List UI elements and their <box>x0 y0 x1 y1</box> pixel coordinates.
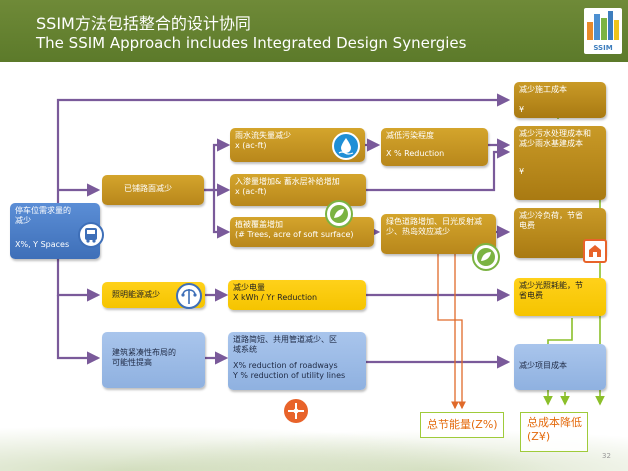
light-energy-line-2: 省电费 <box>519 291 543 300</box>
title-english: The SSIM Approach includes Integrated De… <box>36 34 467 52</box>
layout-line-2: 可能性提高 <box>112 358 152 367</box>
page-number: 32 <box>602 452 611 460</box>
leaf-icon <box>325 200 353 228</box>
light-energy-line-1: 减少光照耗能，节 <box>519 281 583 290</box>
layout-line-1: 建筑紧凑性布局的 <box>112 348 176 357</box>
total-cost-reduction: 总成本降低 (Z¥) <box>520 412 588 452</box>
vegetation-box: 植被覆盖增加 (# Trees, acre of soft surface) <box>230 217 374 247</box>
project-cost-box: 减少项目成本 <box>514 344 606 390</box>
project-cost-label: 减少项目成本 <box>519 361 567 370</box>
total-energy-label: 总节能量(Z%) <box>427 418 498 431</box>
vegetation-line-2: (# Trees, acre of soft surface) <box>235 230 354 239</box>
construction-line-1: 减少施工成本 <box>519 85 567 94</box>
wastewater-line-3: ¥ <box>519 167 525 176</box>
roadways-line-2: 域系统 <box>233 345 257 354</box>
roadways-line-3: X% reduction of roadways <box>233 361 338 370</box>
wastewater-cost-box: 减少污水处理成本和 减少雨水基建成本 ¥ <box>514 126 606 200</box>
header-bar: SSIM方法包括整合的设计协同 The SSIM Approach includ… <box>0 0 628 62</box>
green-roads-line-2: 少、热岛效应减少 <box>386 227 450 236</box>
light-energy-cost-box: 减少光照耗能，节 省电费 <box>514 278 606 316</box>
green-roads-line-1: 绿色道路增加、日光反射减 <box>386 217 482 226</box>
compact-layout-box: 建筑紧凑性布局的 可能性提高 <box>102 332 205 388</box>
total-energy-savings: 总节能量(Z%) <box>420 412 504 438</box>
total-cost-line-2: (Z¥) <box>527 430 551 443</box>
runoff-line-2: x (ac-ft) <box>235 141 267 150</box>
roadways-box: 道路简短、共用管道减少、区 域系统 X% reduction of roadwa… <box>228 332 366 390</box>
water-drop-icon <box>332 132 360 160</box>
infiltration-line-2: x (ac-ft) <box>235 187 267 196</box>
logo-text: SSIM <box>593 44 613 52</box>
skyline-icon <box>587 11 619 40</box>
construction-line-2: ¥ <box>519 105 525 114</box>
leaf-icon <box>472 243 500 271</box>
pollution-box: 减低污染程度 X % Reduction <box>381 128 488 166</box>
pollution-line-1: 减低污染程度 <box>386 131 434 140</box>
wastewater-line-2: 减少雨水基建成本 <box>519 139 583 148</box>
wastewater-line-1: 减少污水处理成本和 <box>519 129 591 138</box>
vegetation-line-1: 植被覆盖增加 <box>235 220 283 229</box>
pollution-line-2: X % Reduction <box>386 149 445 158</box>
streetlight-icon <box>176 283 202 309</box>
network-icon <box>282 397 310 425</box>
runoff-line-1: 雨水流失量减少 <box>235 131 291 140</box>
construction-cost-box: 减少施工成本 ¥ <box>514 82 606 118</box>
electricity-line-1: 减少电量 <box>233 283 265 292</box>
roadways-line-4: Y % reduction of utility lines <box>233 371 346 380</box>
parking-line-2: 减少 <box>15 216 31 225</box>
electricity-reduction-box: 减少电量 X kWh / Yr Reduction <box>228 280 366 310</box>
electricity-line-2: X kWh / Yr Reduction <box>233 293 318 302</box>
roadways-line-1: 道路简短、共用管道减少、区 <box>233 335 337 344</box>
infiltration-line-1: 入渗量增加& 蓄水层补给增加 <box>235 177 340 186</box>
paved-surface-box: 已铺路面减少 <box>102 175 204 205</box>
cooling-line-1: 减少冷负荷，节省 <box>519 211 583 220</box>
cooling-line-2: 电费 <box>519 221 535 230</box>
lighting-label: 照明能源减少 <box>112 290 160 299</box>
ssim-logo: SSIM <box>584 8 622 54</box>
building-icon <box>583 239 607 263</box>
parking-line-3: X%, Y Spaces <box>15 240 70 249</box>
bus-icon <box>78 222 104 248</box>
paved-label: 已铺路面减少 <box>124 184 172 193</box>
title-chinese: SSIM方法包括整合的设计协同 <box>36 14 251 33</box>
parking-line-1: 停车位需求量的 <box>15 206 71 215</box>
total-cost-line-1: 总成本降低 <box>527 416 582 429</box>
